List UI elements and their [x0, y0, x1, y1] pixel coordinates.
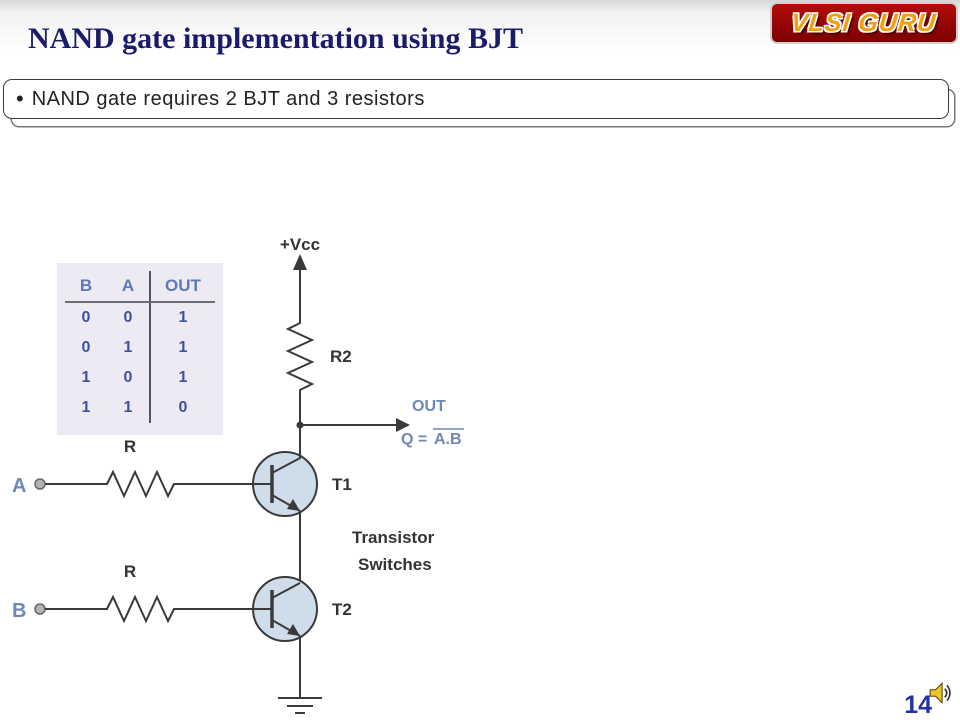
truth-table-cell: 1 [149, 363, 215, 393]
bullet-box: • NAND gate requires 2 BJT and 3 resisto… [3, 79, 949, 119]
truth-table-cell: 0 [81, 309, 91, 326]
output-arrow [396, 418, 410, 432]
page-number: 14 [904, 691, 932, 719]
t1-emitter-arrow [287, 499, 300, 511]
truth-table-cell: 0 [81, 339, 91, 356]
truth-table-cell: 0 [123, 369, 133, 386]
resistor-b-label: R [124, 562, 136, 581]
r2-label: R2 [330, 347, 352, 366]
bullet-marker: • [16, 86, 24, 111]
q-equals-label: Q = [401, 431, 427, 448]
truth-table-cell: 0 [149, 393, 215, 423]
transistor-switches-label-line1: Transistor [352, 528, 435, 547]
t2-collector [271, 582, 301, 599]
truth-table-cell: 1 [123, 399, 133, 416]
truth-table: B A OUT 0 0 1 0 1 1 1 0 1 1 1 0 [57, 263, 223, 435]
input-a-terminal [34, 478, 46, 490]
out-label: OUT [412, 398, 446, 415]
input-b-terminal [34, 603, 46, 615]
vcc-arrow [293, 254, 307, 270]
truth-table-cell: 1 [81, 369, 91, 386]
ground-symbol [278, 697, 322, 714]
resistor-r-a [97, 469, 184, 499]
resistor-a-label: R [124, 437, 136, 456]
speaker-wave-large [946, 684, 951, 702]
truth-table-header-out: OUT [149, 271, 215, 303]
truth-table-header-b: B [65, 271, 107, 303]
truth-table-cell: 1 [149, 303, 215, 333]
t1-label: T1 [332, 475, 352, 494]
q-expression-label: A.B [434, 431, 462, 448]
vcc-label: +Vcc [280, 235, 320, 254]
speaker-icon[interactable] [928, 680, 954, 706]
truth-table-cell: 1 [81, 399, 91, 416]
truth-table-cell: 1 [123, 339, 133, 356]
input-a-label: A [12, 475, 26, 497]
truth-table-header-a: A [107, 271, 149, 303]
bullet-text: NAND gate requires 2 BJT and 3 resistors [31, 87, 425, 110]
input-b-label: B [12, 600, 26, 622]
header-bar: NAND gate implementation using BJT VLSI … [0, 0, 960, 74]
t2-emitter-arrow [287, 624, 300, 636]
speaker-body [929, 681, 943, 705]
t1-collector [271, 425, 301, 474]
t2-label: T2 [332, 600, 352, 619]
transistor-switches-label-line2: Switches [358, 555, 432, 574]
resistor-r2 [285, 313, 315, 402]
truth-table-cell: 0 [123, 309, 133, 326]
truth-table-cell: 1 [149, 333, 215, 363]
resistor-r-b [97, 594, 184, 624]
page-title: NAND gate implementation using BJT [28, 22, 524, 55]
vlsi-guru-logo: VLSI GURU [770, 2, 958, 44]
speaker-wave-small [944, 688, 948, 698]
